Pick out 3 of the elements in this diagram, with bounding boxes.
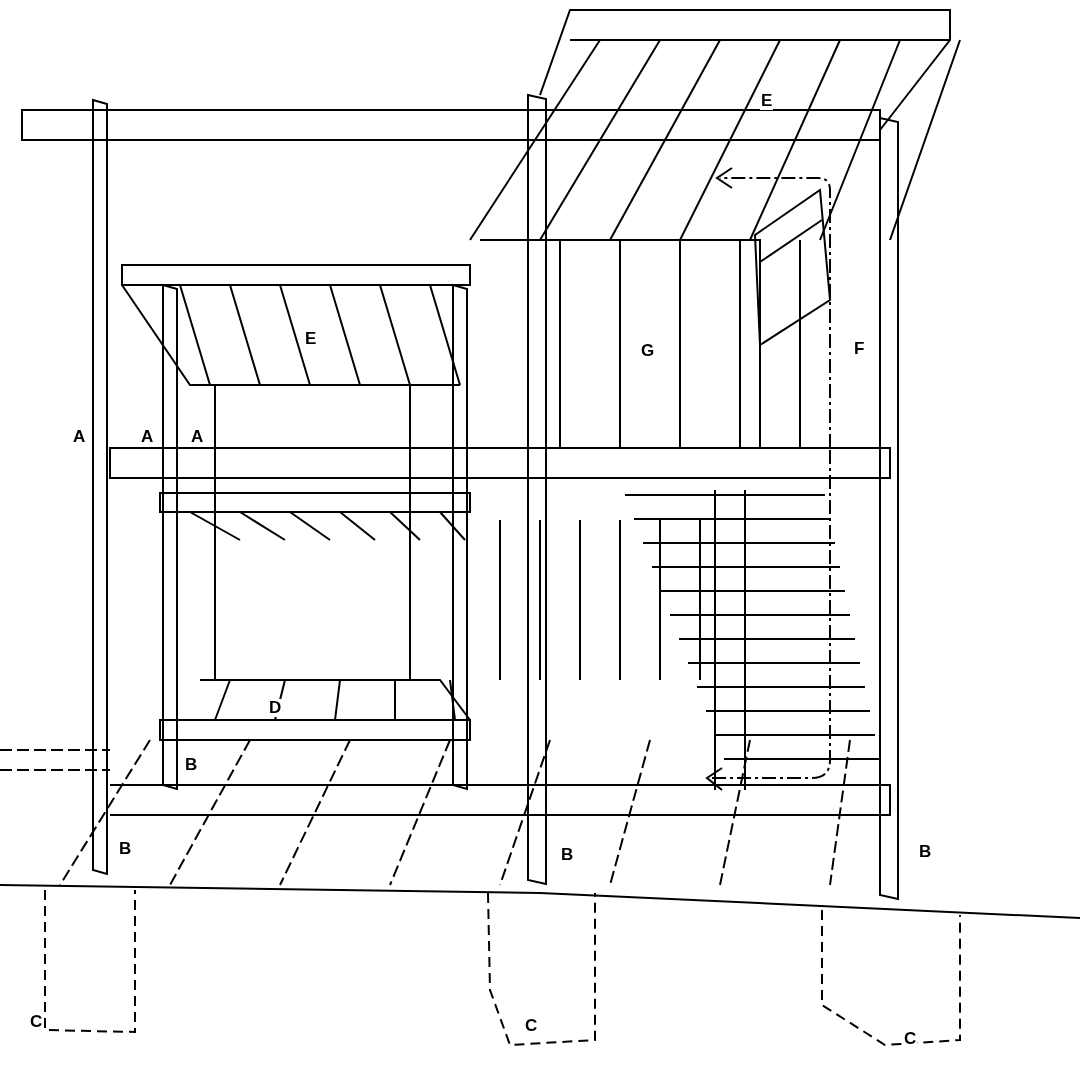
callout-letter: C — [903, 1030, 918, 1048]
callout-letter: D — [268, 699, 283, 717]
callout-letter: E — [760, 92, 774, 110]
